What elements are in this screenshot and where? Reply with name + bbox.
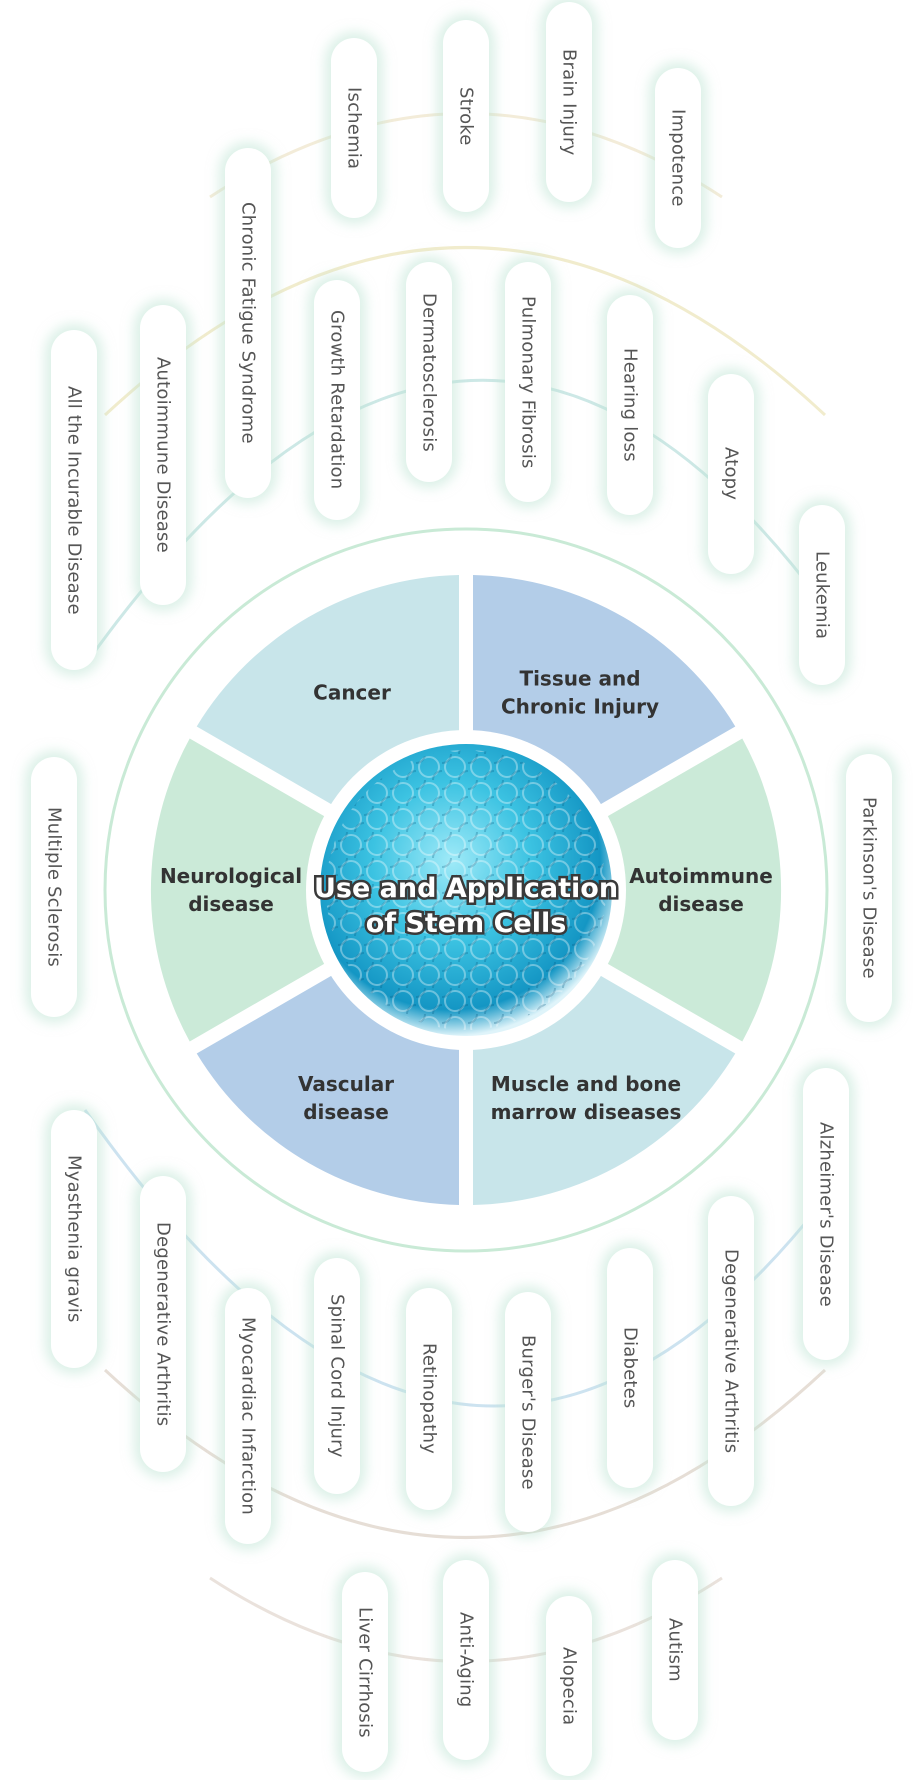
condition-label: Myocardiac Infarction: [237, 1317, 259, 1515]
condition-label: Anti-Aging: [455, 1612, 477, 1708]
condition-pill-dermatosclerosis: Dermatosclerosis: [406, 262, 452, 482]
condition-label: Alzheimer's Disease: [815, 1121, 837, 1307]
condition-pill-autoimmune-disease: Autoimmune Disease: [140, 305, 186, 605]
sector-label-neurological: Neurological: [160, 864, 302, 888]
condition-label: Dermatosclerosis: [418, 292, 440, 452]
sector-label-vascular: disease: [303, 1100, 389, 1124]
condition-pill-myocardiac-infarction: Myocardiac Infarction: [225, 1288, 271, 1544]
condition-pill-diabetes: Diabetes: [607, 1248, 653, 1488]
condition-pill-leukemia: Leukemia: [799, 505, 845, 685]
center-title-line1: Use and Application: [314, 873, 618, 904]
condition-pill-hearing-loss: Hearing loss: [607, 295, 653, 515]
condition-label: Liver Cirrhosis: [354, 1606, 376, 1738]
sector-label-tissue: Tissue and: [519, 667, 640, 691]
condition-label: Parkinson's Disease: [858, 797, 880, 979]
condition-label: Impotence: [667, 109, 689, 207]
condition-pill-alopecia: Alopecia: [546, 1596, 592, 1776]
condition-label: Diabetes: [619, 1327, 641, 1409]
condition-label: Ischemia: [343, 86, 365, 170]
condition-pill-stroke: Stroke: [443, 20, 489, 212]
condition-label: Atopy: [720, 447, 742, 501]
sector-label-cancer: Cancer: [313, 681, 391, 705]
condition-pill-alzheimers-disease: Alzheimer's Disease: [803, 1068, 849, 1360]
condition-pill-burgers-disease: Burger's Disease: [505, 1292, 551, 1532]
condition-label: Leukemia: [811, 550, 833, 640]
outer-ring: [103, 527, 829, 1253]
condition-label: Degenerative Arthritis: [152, 1221, 174, 1427]
condition-label: All the Incurable Disease: [63, 385, 85, 615]
arc-top-middle: [103, 246, 827, 417]
condition-label: Stroke: [455, 86, 477, 146]
sector-label-neurological: disease: [188, 892, 274, 916]
condition-pill-parkinsons-disease: Parkinson's Disease: [846, 754, 892, 1022]
condition-pill-degenerative-arthritis-right: Degenerative Arthritis: [708, 1196, 754, 1506]
sector-label-autoimmune: Autoimmune: [629, 864, 773, 888]
sector-label-muscle: marrow diseases: [491, 1100, 682, 1124]
condition-pill-spinal-cord-injury: Spinal Cord Injury: [314, 1258, 360, 1494]
center-title-line2: of Stem Cells: [366, 908, 567, 939]
condition-pill-atopy: Atopy: [708, 374, 754, 574]
condition-pill-liver-cirrhosis: Liver Cirrhosis: [342, 1572, 388, 1772]
condition-pill-growth-retardation: Growth Retardation: [314, 280, 360, 520]
condition-pill-pulmonary-fibrosis: Pulmonary Fibrosis: [505, 262, 551, 502]
condition-label: Alopecia: [558, 1646, 580, 1726]
sector-label-vascular: Vascular: [298, 1072, 394, 1096]
condition-pill-anti-aging: Anti-Aging: [443, 1560, 489, 1760]
condition-label: Retinopathy: [418, 1343, 440, 1455]
condition-pill-myasthenia-gravis: Myasthenia gravis: [51, 1110, 97, 1368]
condition-label: Hearing loss: [619, 348, 641, 462]
sector-neurological: [150, 738, 333, 1042]
condition-label: Spinal Cord Injury: [326, 1294, 348, 1458]
condition-pill-chronic-fatigue-syndrome: Chronic Fatigue Syndrome: [225, 148, 271, 498]
condition-label: Autoimmune Disease: [152, 357, 174, 553]
condition-pill-multiple-sclerosis: Multiple Sclerosis: [31, 757, 77, 1017]
condition-pill-degenerative-arthritis-left: Degenerative Arthritis: [140, 1176, 186, 1472]
stem-cell-texture: [326, 750, 606, 1030]
condition-label: Burger's Disease: [517, 1334, 539, 1490]
condition-pill-impotence: Impotence: [655, 68, 701, 248]
condition-pill-ischemia: Ischemia: [331, 38, 377, 218]
condition-label: Pulmonary Fibrosis: [517, 295, 539, 469]
condition-label: Degenerative Arthritis: [720, 1248, 742, 1454]
sector-autoimmune: [599, 738, 782, 1042]
condition-label: Myasthenia gravis: [63, 1155, 85, 1323]
sector-label-autoimmune: disease: [658, 892, 744, 916]
condition-pill-all-incurable-disease: All the Incurable Disease: [51, 330, 97, 670]
sector-label-muscle: Muscle and bone: [491, 1072, 681, 1096]
condition-label: Brain Injury: [558, 48, 580, 156]
condition-label: Multiple Sclerosis: [43, 807, 65, 967]
condition-label: Autism: [664, 1618, 686, 1682]
condition-label: Growth Retardation: [326, 310, 348, 490]
sector-label-tissue: Chronic Injury: [501, 695, 659, 719]
condition-pill-autism: Autism: [652, 1560, 698, 1740]
condition-pill-brain-injury: Brain Injury: [546, 2, 592, 202]
condition-pill-retinopathy: Retinopathy: [406, 1288, 452, 1510]
condition-label: Chronic Fatigue Syndrome: [237, 202, 259, 444]
